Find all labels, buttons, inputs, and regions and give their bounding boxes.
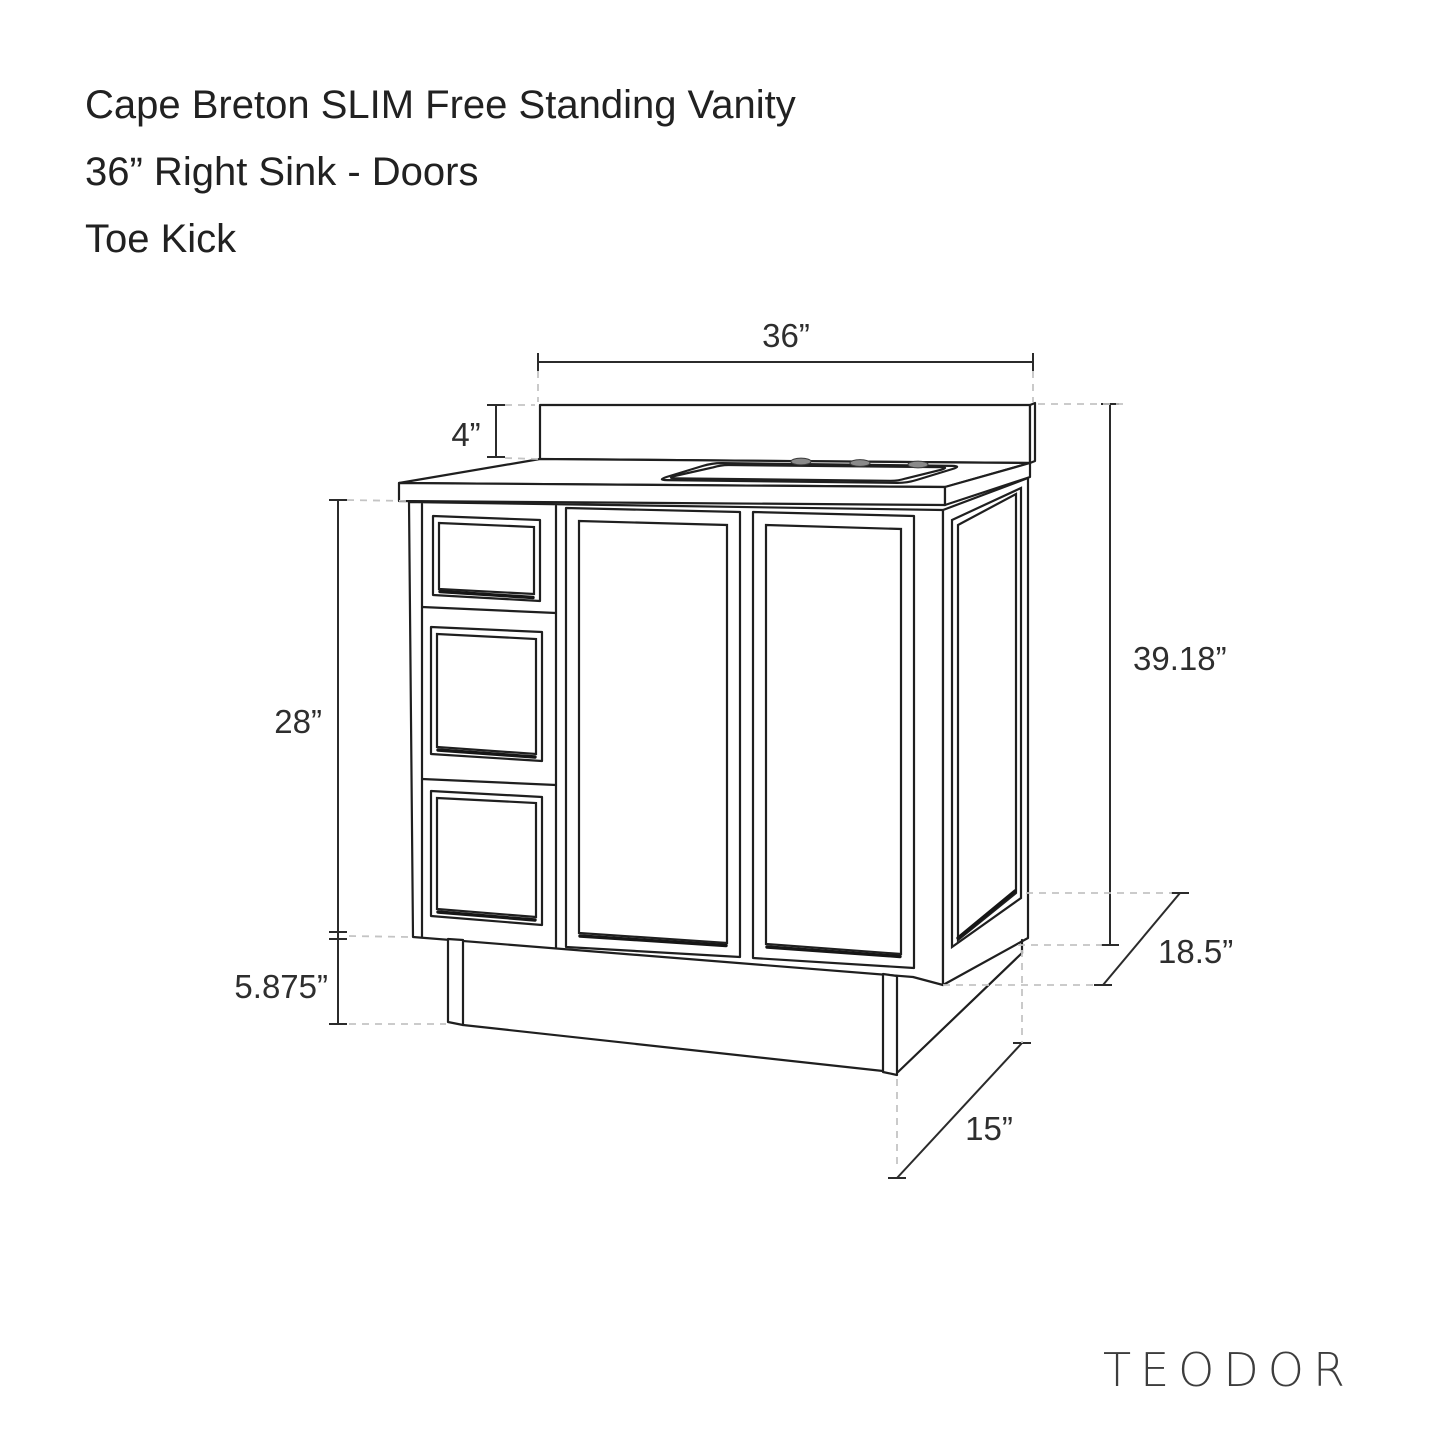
countertop-front-face <box>397 481 947 507</box>
drawer-1 <box>431 514 542 603</box>
drawer-3-panel <box>435 796 538 919</box>
drawer-1-shadow <box>438 589 535 600</box>
door-right-panel <box>764 523 903 956</box>
sink-inner-rim <box>669 463 947 482</box>
dim-label-toe-kick-height: 5.875” <box>234 968 328 1005</box>
title-line-3: Toe Kick <box>85 217 237 261</box>
side-panel-inner <box>956 492 1018 943</box>
sink-outer-rim <box>660 461 959 485</box>
dim-label-toe-kick-depth: 15” <box>965 1110 1013 1147</box>
side-panel-face <box>941 476 1030 987</box>
faucet-hole-center <box>849 459 871 467</box>
dimension-annotations: 36” 4” 39.18” 28” <box>234 317 1233 1179</box>
dim-label-backsplash-height: 4” <box>451 416 480 453</box>
extension-line <box>348 935 411 938</box>
drawer-1-panel <box>437 521 536 596</box>
door-left-frame <box>564 506 742 959</box>
drawer-2-front <box>429 625 544 763</box>
backsplash-side-face <box>1028 401 1037 465</box>
dim-label-overall-height: 39.18” <box>1133 640 1227 677</box>
dimension-toe-kick-depth: 15” <box>888 950 1031 1179</box>
dimension-cabinet-height: 28” <box>274 499 411 1024</box>
toe-kick-right-leg <box>881 972 899 1077</box>
backsplash-front-face <box>538 403 1032 465</box>
drawer-divider-2 <box>420 777 558 787</box>
dimension-top-width: 36” <box>537 317 1034 402</box>
dim-line <box>1102 892 1181 986</box>
drawer-stack <box>429 514 544 927</box>
door-right-shadow <box>765 945 902 959</box>
drawer-2 <box>429 625 544 763</box>
dimension-backsplash-height: 4” <box>451 404 539 460</box>
title-line-2: 36” Right Sink - Doors <box>85 150 478 194</box>
dimension-toe-kick-height: 5.875” <box>234 968 446 1025</box>
brand-logo: TEODOR <box>1103 1343 1354 1397</box>
side-panel-frame <box>950 486 1023 950</box>
door-left <box>564 506 742 959</box>
drawer-3 <box>429 789 544 927</box>
backsplash <box>538 401 1037 465</box>
dim-label-overall-depth: 18.5” <box>1158 933 1233 970</box>
countertop-side-face <box>943 461 1032 507</box>
dimension-overall-depth: 18.5” <box>943 892 1233 986</box>
faucet-holes <box>790 457 929 469</box>
drawer-3-shadow <box>436 910 537 922</box>
drawer-1-front <box>431 514 542 603</box>
title-block: Cape Breton SLIM Free Standing Vanity 36… <box>85 83 796 261</box>
sink-right <box>660 457 959 485</box>
door-left-shadow <box>578 934 728 948</box>
toe-kick-side-bottom-edge <box>896 951 1024 1074</box>
dim-label-top-width: 36” <box>762 317 810 354</box>
doors <box>564 506 916 970</box>
toe-kick-bottom-edge <box>461 1023 885 1073</box>
door-left-panel <box>577 519 729 945</box>
faucet-hole-right <box>907 460 929 469</box>
drawer-divider-1 <box>420 605 558 615</box>
faucet-hole-left <box>790 457 812 466</box>
dimension-overall-height: 39.18” <box>1018 403 1227 946</box>
drawer-2-shadow <box>436 748 537 759</box>
dim-line <box>896 1042 1023 1179</box>
side-panel <box>941 476 1030 987</box>
extension-line <box>504 457 539 460</box>
vanity-illustration <box>397 401 1037 1077</box>
side-panel-shadow <box>956 889 1017 940</box>
title-line-1: Cape Breton SLIM Free Standing Vanity <box>85 83 796 127</box>
drawer-2-panel <box>435 632 538 756</box>
extension-line <box>346 499 407 502</box>
toe-kick <box>446 937 1024 1077</box>
door-right <box>751 510 916 970</box>
dim-label-cabinet-height: 28” <box>274 703 322 740</box>
door-right-frame <box>751 510 916 970</box>
drawer-3-front <box>429 789 544 927</box>
toe-kick-left-leg <box>446 937 465 1027</box>
